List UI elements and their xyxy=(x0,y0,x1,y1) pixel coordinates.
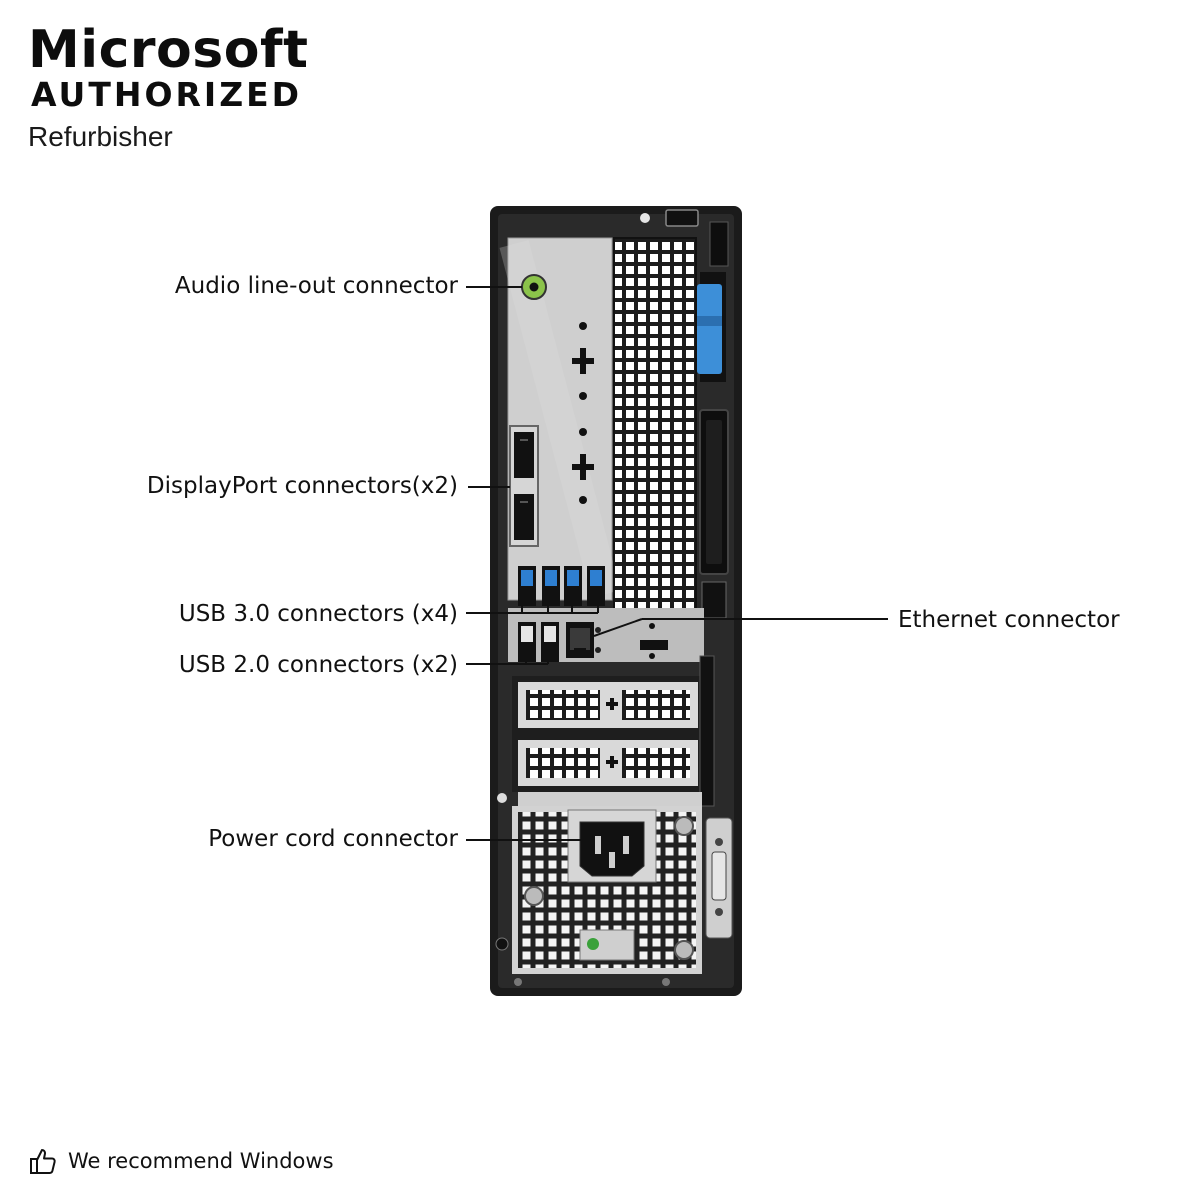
callout-leader-lines xyxy=(466,286,888,841)
audio-jack-icon xyxy=(521,274,547,300)
footer-text: We recommend Windows xyxy=(68,1149,334,1173)
thumbs-up-icon xyxy=(30,1149,56,1174)
usb2-ports xyxy=(518,622,559,662)
callout-usb3: USB 3.0 connectors (x4) xyxy=(178,601,458,627)
displayport-connectors xyxy=(509,425,539,547)
footer-recommendation: We recommend Windows xyxy=(28,1146,334,1176)
panel-screw-marks xyxy=(572,322,594,504)
brand-name: Microsoft xyxy=(28,20,309,80)
lower-io-plate xyxy=(508,608,704,662)
brand-role: Refurbisher xyxy=(28,121,173,152)
power-cord-socket-icon xyxy=(579,821,645,877)
callout-power-cord: Power cord connector xyxy=(208,826,458,852)
callout-ethernet: Ethernet connector xyxy=(898,607,1120,633)
io-panel xyxy=(499,237,621,601)
expansion-slots xyxy=(497,655,715,807)
callout-displayport: DisplayPort connectors(x2) xyxy=(146,473,458,499)
callout-usb2: USB 2.0 connectors (x2) xyxy=(178,652,458,678)
brand-status: AUTHORIZED xyxy=(31,75,303,114)
ventilation-grille xyxy=(613,237,697,623)
brand-block: Microsoft AUTHORIZED Refurbisher xyxy=(28,22,308,153)
ethernet-port xyxy=(566,622,601,658)
callout-audio-line-out: Audio line-out connector xyxy=(174,273,458,299)
side-latch-area xyxy=(697,272,729,619)
usb3-ports xyxy=(518,566,605,606)
